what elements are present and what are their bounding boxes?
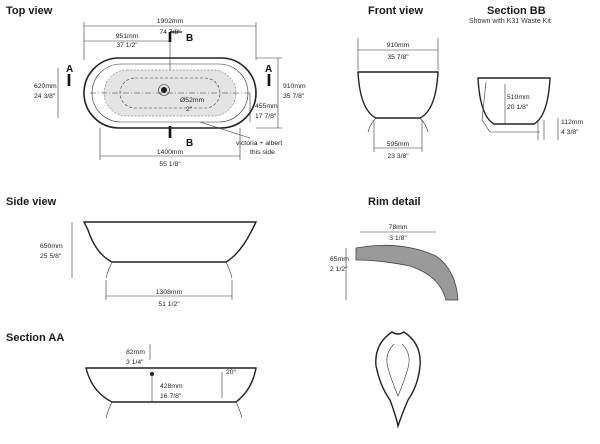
- side-base-length-in: 51 1/2": [158, 301, 180, 308]
- top-half-length-in: 37 1/2": [116, 42, 138, 49]
- side-height-mm: 650mm: [40, 243, 63, 250]
- side-height-in: 25 5/8": [40, 253, 62, 260]
- top-feet-spacing-in: 55 1/8": [159, 161, 181, 168]
- top-width-mm: 910mm: [283, 83, 306, 90]
- rim-width-mm: 78mm: [389, 224, 408, 231]
- top-inner-width-in: 17 7/8": [255, 113, 277, 120]
- bb-depth-in: 20 1/8": [507, 104, 529, 111]
- side-view-heading: Side view: [6, 196, 57, 208]
- rim-detail-heading: Rim detail: [368, 196, 421, 208]
- top-half-length-mm: 951mm: [116, 33, 139, 40]
- section-b-bottom-label: B: [186, 138, 193, 149]
- bb-waste-height-mm: 112mm: [561, 119, 583, 126]
- side-base-length-mm: 1308mm: [156, 289, 183, 296]
- section-a-left-label: A: [66, 64, 73, 75]
- aa-angle: 20°: [226, 368, 237, 376]
- brand-label: victoria + albert: [236, 140, 282, 147]
- rim-detail-drawing: 78mm 3 1/8" 65mm 2 1/2": [330, 224, 459, 301]
- aa-overflow-in: 3 1/4": [126, 359, 144, 366]
- side-view-drawing: 650mm 25 5/8" 1308mm 51 1/2": [40, 221, 258, 308]
- aa-overflow-height-mm: 428mm: [160, 383, 183, 390]
- top-feet-spacing-mm: 1400mm: [157, 149, 184, 156]
- top-width-in: 35 7/8": [283, 93, 305, 100]
- top-inner-width-mm: 455mm: [255, 103, 278, 110]
- front-view-drawing: 910mm 35 7/8" 595mm 23 3/8": [357, 38, 439, 160]
- section-aa-heading: Section AA: [6, 332, 65, 344]
- front-view-heading: Front view: [368, 5, 424, 17]
- foot-detail-drawing: [375, 331, 421, 429]
- top-waste-diameter-mm: Ø52mm: [180, 97, 205, 104]
- rim-width-in: 3 1/8": [389, 235, 407, 242]
- bb-waste-height-in: 4 3/8": [561, 129, 579, 136]
- front-base-width-mm: 595mm: [387, 141, 410, 148]
- top-view-heading: Top view: [6, 5, 53, 17]
- section-bb-heading: Section BB: [487, 5, 546, 17]
- rim-height-mm: 65mm: [330, 256, 349, 263]
- front-width-in: 35 7/8": [387, 54, 409, 61]
- brand-note: this side: [250, 149, 275, 156]
- section-bb-drawing: 510mm 20 1/8" 112mm 4 3/8": [477, 77, 583, 140]
- front-base-width-in: 23 3/8": [387, 153, 409, 160]
- aa-overflow-height-in: 16 7/8": [160, 393, 182, 400]
- section-a-right-label: A: [265, 64, 272, 75]
- top-width-a-mm: 620mm: [34, 83, 57, 90]
- top-waste-diameter-in: 2": [186, 106, 193, 113]
- top-view-drawing: 1902mm 74 7/8" 951mm 37 1/2" B B A A 620…: [34, 18, 306, 168]
- top-width-a-in: 24 3/8": [34, 93, 56, 100]
- section-b-top-label: B: [186, 33, 193, 44]
- section-aa-drawing: 82mm 3 1/4" 428mm 16 7/8" 20°: [85, 344, 257, 419]
- top-length-mm: 1902mm: [157, 18, 184, 25]
- bb-depth-mm: 510mm: [507, 94, 530, 101]
- rim-height-in: 2 1/2": [330, 266, 348, 273]
- section-bb-note: Shown with K31 Waste Kit: [469, 18, 551, 25]
- aa-overflow-mm: 82mm: [126, 349, 145, 356]
- front-width-mm: 910mm: [387, 42, 410, 49]
